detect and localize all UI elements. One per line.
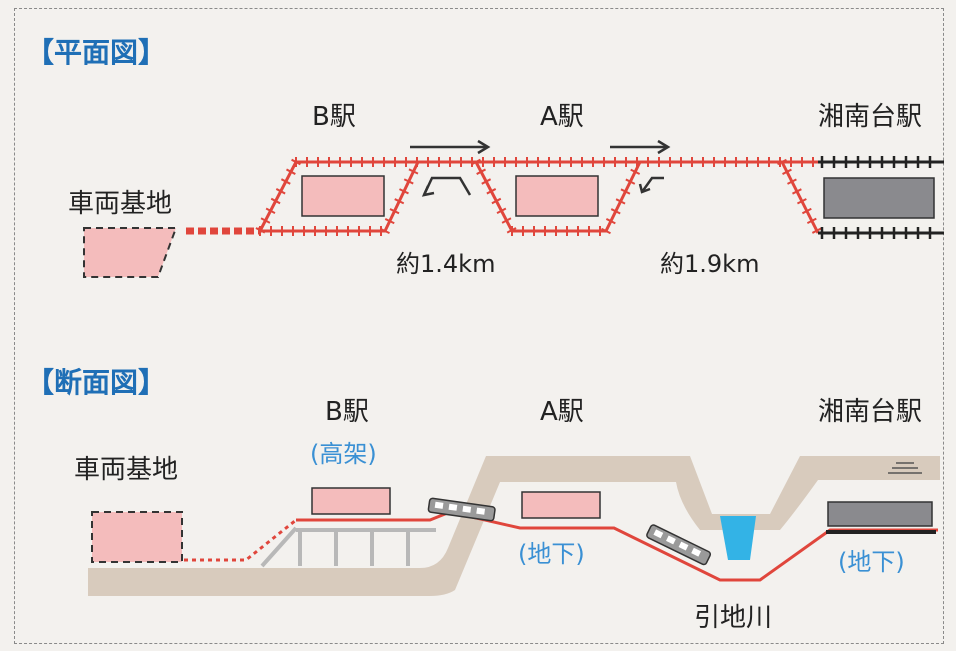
track-tie <box>403 178 414 185</box>
section-label-station-b: B駅 <box>325 397 369 427</box>
track-tie <box>384 218 395 225</box>
track-tie <box>380 227 390 235</box>
section-train-icon-1 <box>427 497 496 522</box>
section-label-station-b-type: (高架) <box>310 440 377 468</box>
track-tie <box>260 217 271 224</box>
section-track <box>296 510 938 582</box>
track-tie <box>501 217 512 224</box>
track-tie <box>471 158 481 166</box>
track-tie <box>286 168 296 175</box>
track-tie <box>399 188 409 195</box>
section-label-shonandai: 湘南台駅 <box>818 397 922 427</box>
track-tie <box>610 208 621 215</box>
section-viaduct <box>260 526 436 568</box>
section-heading: 【断面図】 <box>26 366 166 399</box>
section-train-icon-2 <box>646 524 712 566</box>
track-tie <box>270 197 281 205</box>
section-label-river: 引地川 <box>694 603 772 633</box>
track-tie <box>605 218 616 225</box>
track-tie <box>496 207 507 214</box>
plan-platform-station-a <box>515 175 599 217</box>
track-tie <box>787 178 797 185</box>
track-tie <box>601 227 611 235</box>
section-label-depot: 車両基地 <box>74 455 178 485</box>
track-tie <box>394 198 405 205</box>
track-tie <box>476 168 486 175</box>
track-tie <box>291 158 301 166</box>
track-tie <box>255 227 266 234</box>
section-label-station-a: A駅 <box>540 397 584 427</box>
figure-frame <box>14 8 944 644</box>
track-tie <box>782 168 792 175</box>
track-tie <box>630 168 641 175</box>
plan-direction-arrows <box>410 139 671 197</box>
track-tie <box>615 198 626 205</box>
section-platform-station-b <box>311 487 391 515</box>
plan-label-depot: 車両基地 <box>68 189 172 219</box>
track-tie <box>801 207 812 215</box>
track-tie <box>486 188 497 195</box>
plan-depot-area <box>83 227 178 278</box>
track-tie <box>491 197 502 205</box>
plan-platform-station-b <box>301 175 385 217</box>
track-tie <box>620 188 631 195</box>
plan-platform-shonandai <box>823 177 935 219</box>
track-tie <box>777 158 787 166</box>
section-platform-station-a <box>521 491 601 519</box>
plan-heading: 【平面図】 <box>26 36 166 69</box>
plan-distance-a-to-shonandai: 約1.9km <box>660 250 759 278</box>
plan-distance-b-to-a: 約1.4km <box>396 250 495 278</box>
section-depot-connector <box>184 518 297 562</box>
track-tie <box>280 178 291 185</box>
section-surface-mark <box>888 462 922 474</box>
plan-track-ties <box>255 157 822 236</box>
plan-label-station-b: B駅 <box>312 102 356 132</box>
track-tie <box>792 188 802 195</box>
track-tie <box>389 208 400 215</box>
track-tie <box>796 198 807 205</box>
plan-label-station-a: A駅 <box>540 102 584 132</box>
section-depot-area <box>91 511 183 563</box>
track-tie <box>265 207 276 214</box>
track-tie <box>811 227 822 234</box>
section-label-station-a-type: (地下) <box>518 540 585 568</box>
section-platform-shonandai <box>827 501 933 527</box>
section-label-shonandai-type: (地下) <box>838 548 905 576</box>
section-river-water <box>720 516 756 560</box>
track-tie <box>806 217 817 225</box>
track-tie <box>408 168 419 175</box>
track-tie <box>481 178 492 185</box>
track-tie <box>275 188 286 195</box>
section-ground <box>88 456 940 596</box>
track-tie <box>625 178 636 185</box>
plan-label-shonandai: 湘南台駅 <box>818 102 922 132</box>
plan-shonandai-ties <box>820 156 932 239</box>
